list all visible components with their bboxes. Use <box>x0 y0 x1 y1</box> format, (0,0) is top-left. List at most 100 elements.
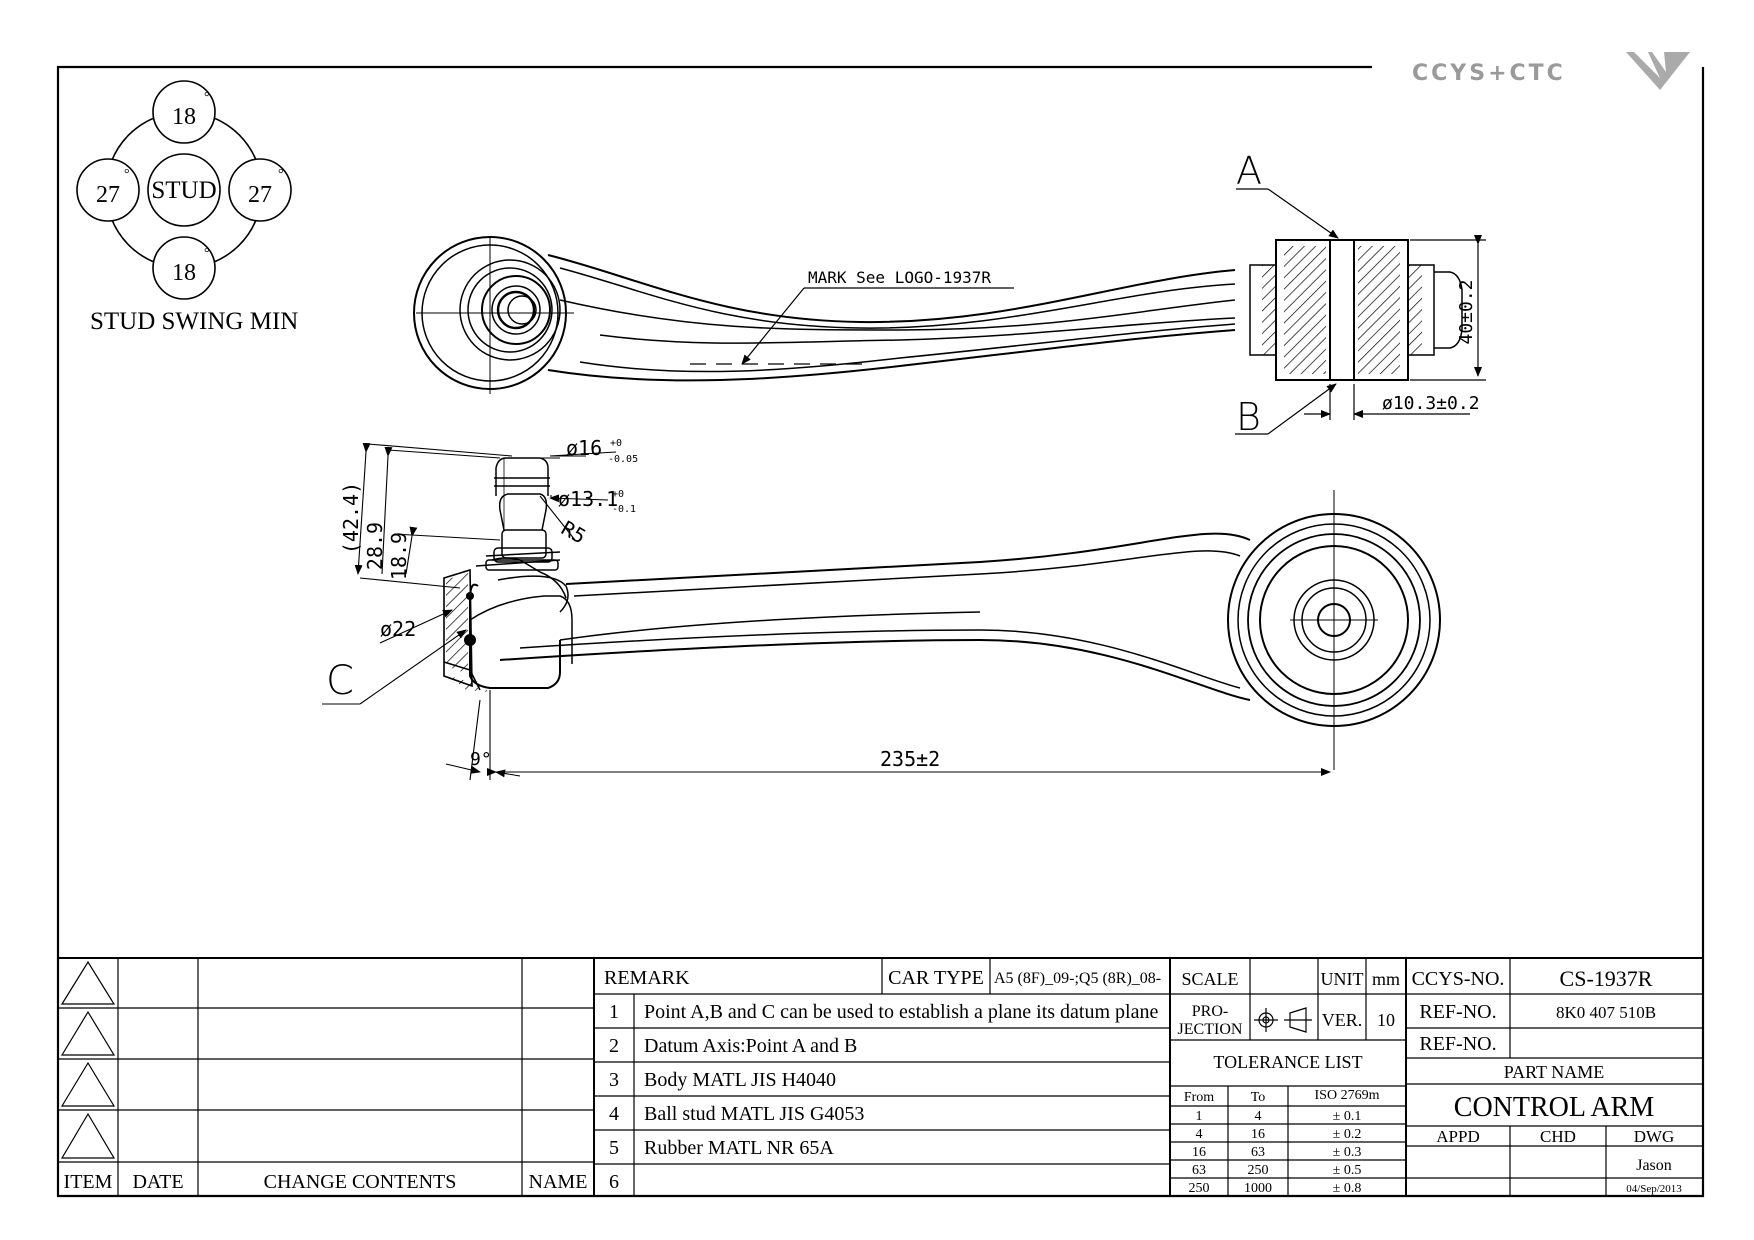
front-view <box>443 457 1441 770</box>
brand-wordmark: CCYS+CTC <box>1412 61 1566 86</box>
tol-value: ± 0.5 <box>1333 1163 1362 1178</box>
dwg-name: Jason <box>1636 1157 1672 1174</box>
remark-row-no: 4 <box>609 1103 619 1125</box>
ver-value: 10 <box>1377 1010 1395 1030</box>
tol-value: ± 0.3 <box>1333 1145 1362 1160</box>
dim-angle: 9° <box>470 749 492 770</box>
dim-stud-d131-lower: -0.1 <box>612 504 636 515</box>
tol-header-from: From <box>1184 1090 1214 1105</box>
remark-row: 5 Rubber MATL NR 65A <box>609 1137 834 1159</box>
top-view-labels: A B MARK See LOGO-1937R 40±0.2 ø10.3±0.2 <box>808 149 1480 439</box>
dim-length: 235±2 <box>880 747 940 771</box>
rev-header-item: ITEM <box>64 1171 113 1193</box>
tol-to: 16 <box>1251 1127 1265 1142</box>
swing-right-degree: ° <box>278 167 284 182</box>
tol-from: 16 <box>1192 1145 1206 1160</box>
swing-top-degree: ° <box>204 90 210 105</box>
scale-label: SCALE <box>1181 969 1238 989</box>
ref-no-2-label: REF-NO. <box>1419 1033 1496 1055</box>
tol-to: 63 <box>1251 1145 1265 1160</box>
tol-header-std: ISO 2769m <box>1315 1088 1380 1103</box>
ref-no-value: 8K0 407 510B <box>1556 1003 1656 1022</box>
title-block-grid <box>58 957 1703 1196</box>
top-view-bushing-hatch <box>1262 246 1422 374</box>
dim-stud-d131: ø13.1 <box>558 487 618 511</box>
point-b-label: B <box>1236 395 1261 439</box>
remark-row: 6 <box>609 1171 619 1193</box>
rev-header-change: CHANGE CONTENTS <box>264 1171 457 1193</box>
revision-block: ITEM DATE CHANGE CONTENTS NAME <box>64 1171 588 1193</box>
front-view-dimensions <box>322 442 1331 781</box>
tolerance-row: 1 4 ± 0.1 <box>1196 1109 1362 1124</box>
tol-from: 250 <box>1189 1181 1210 1196</box>
swing-top-value: 18 <box>172 104 196 130</box>
swing-left-value: 27 <box>96 182 120 208</box>
remark-row-text: Ball stud MATL JIS G4053 <box>644 1103 864 1125</box>
remark-row-no: 1 <box>609 1001 619 1023</box>
tolerance-row: 250 1000 ± 0.8 <box>1189 1181 1362 1196</box>
tol-value: ± 0.1 <box>1333 1109 1362 1124</box>
ver-label: VER. <box>1322 1010 1363 1030</box>
mark-note: MARK See LOGO-1937R <box>808 268 991 287</box>
rev-header-name: NAME <box>529 1171 588 1193</box>
remark-row-no: 6 <box>609 1171 619 1193</box>
swing-left-degree: ° <box>124 167 130 182</box>
dim-18-9: 18.9 <box>387 532 411 580</box>
remark-row: 2 Datum Axis:Point A and B <box>609 1035 857 1057</box>
brand-emblem-icon <box>1626 52 1690 90</box>
dim-stud-d131-upper: +0 <box>612 489 624 500</box>
remark-row-text: Rubber MATL NR 65A <box>644 1137 834 1159</box>
unit-label: UNIT <box>1321 969 1364 989</box>
tolerance-row: 16 63 ± 0.3 <box>1192 1145 1361 1160</box>
front-view-hatch <box>446 572 490 692</box>
remark-row: 4 Ball stud MATL JIS G4053 <box>609 1103 864 1125</box>
remark-row-no: 5 <box>609 1137 619 1159</box>
tol-header-to: To <box>1251 1090 1266 1105</box>
tol-from: 1 <box>1196 1109 1203 1124</box>
ref-no-label: REF-NO. <box>1419 1001 1496 1023</box>
tolerance-block: TOLERANCE LIST From To ISO 2769m 1 4 ± 0… <box>1184 1052 1380 1196</box>
tol-from: 4 <box>1196 1127 1203 1142</box>
car-type-value: A5 (8F)_09-;Q5 (8R)_08- <box>994 970 1161 987</box>
stud-swing-labels: 18 18 27 27 STUD ° ° ° ° STUD SWING MIN <box>90 90 298 335</box>
tolerance-row: 4 16 ± 0.2 <box>1196 1127 1362 1142</box>
remark-row-no: 3 <box>609 1069 619 1091</box>
top-view <box>413 236 1463 394</box>
dim-bush-height: 40±0.2 <box>1456 279 1477 344</box>
remark-row: 1 Point A,B and C can be used to establi… <box>609 1001 1158 1023</box>
tol-to: 4 <box>1255 1109 1262 1124</box>
point-a-label: A <box>1236 149 1262 193</box>
remark-row-text: Datum Axis:Point A and B <box>644 1035 857 1057</box>
dim-d22: ø22 <box>380 617 416 641</box>
unit-value: mm <box>1372 969 1400 989</box>
dim-stud-d16-upper: +0 <box>610 438 622 449</box>
top-view-annotations <box>741 188 1486 435</box>
sheet-border <box>56 65 1705 1198</box>
brand-logo: CCYS+CTC <box>1412 52 1690 90</box>
remark-block: REMARK CAR TYPE A5 (8F)_09-;Q5 (8R)_08- … <box>604 967 1161 1193</box>
swing-bottom-degree: ° <box>204 246 210 261</box>
tol-value: ± 0.8 <box>1333 1181 1362 1196</box>
ccys-no-value: CS-1937R <box>1560 966 1653 991</box>
remark-row: 3 Body MATL JIS H4040 <box>609 1069 836 1091</box>
dim-r5: R5 <box>557 516 590 549</box>
remark-row-no: 2 <box>609 1035 619 1057</box>
tol-from: 63 <box>1192 1163 1206 1178</box>
tol-value: ± 0.2 <box>1333 1127 1362 1142</box>
dim-42-4: (42.4) <box>339 482 363 554</box>
tolerance-title: TOLERANCE LIST <box>1213 1052 1362 1072</box>
title-block: CCYS-NO. CS-1937R REF-NO. 8K0 407 510B R… <box>1412 966 1683 1195</box>
part-name-label: PART NAME <box>1504 1062 1604 1082</box>
ccys-no-label: CCYS-NO. <box>1412 968 1505 990</box>
dim-28-9: 28.9 <box>363 522 387 570</box>
rev-header-date: DATE <box>132 1171 183 1193</box>
spec-block: SCALE UNIT mm PRO- JECTION VER. 10 <box>1178 969 1400 1038</box>
dim-stud-d16-lower: -0.05 <box>608 454 638 465</box>
chd-label: CHD <box>1540 1127 1576 1146</box>
dim-bush-bore: ø10.3±0.2 <box>1382 393 1480 414</box>
dwg-label: DWG <box>1634 1127 1675 1146</box>
car-type-label: CAR TYPE <box>888 967 984 989</box>
swing-right-value: 27 <box>248 182 272 208</box>
tol-to: 250 <box>1248 1163 1269 1178</box>
